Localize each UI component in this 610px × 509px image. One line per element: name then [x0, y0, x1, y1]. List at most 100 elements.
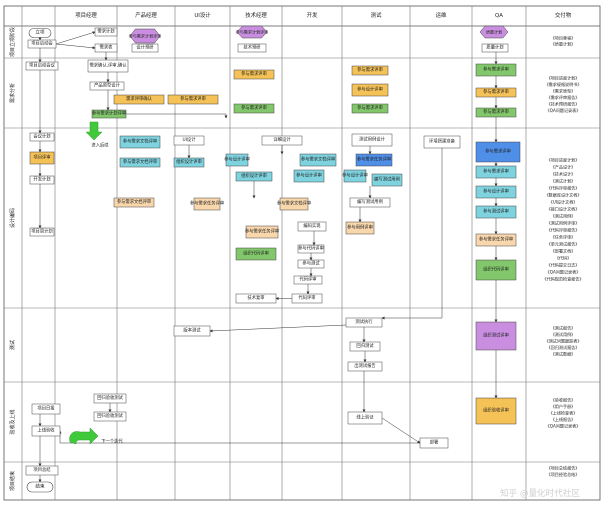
- test-task-label: 参与需求评审: [357, 104, 383, 111]
- lane-header: 交付物: [555, 11, 572, 19]
- phase-label: 验收及上线: [9, 409, 16, 434]
- next-iteration-label: 下一个迭代: [101, 438, 123, 445]
- tech-task-label: 参与需求任务评审: [245, 228, 279, 235]
- qa-task-label: 参与测试评审: [483, 208, 509, 215]
- test-task: [349, 341, 381, 352]
- tech-task-label: 组织代码评审: [243, 250, 269, 257]
- ui-task-label: UI设计: [182, 136, 196, 143]
- phase-label: 项目结束: [9, 471, 16, 491]
- product-task: [119, 135, 161, 149]
- pm-task: [25, 465, 59, 476]
- pm-task: [25, 61, 59, 71]
- product-task: [173, 325, 211, 337]
- test-task: [351, 83, 389, 97]
- pm-task-label: 上线验收: [37, 427, 55, 434]
- ops-task: [423, 135, 461, 149]
- test-task-label: 回归测试: [356, 342, 374, 349]
- qa-task-label: 参与需求评审: [483, 88, 509, 95]
- qa-task: [475, 87, 517, 98]
- phase-label: 项目立项阶段: [9, 27, 16, 57]
- deliverable-item: 《需求原型》: [551, 88, 576, 94]
- deliverable-item: 《部署文档》: [551, 248, 576, 254]
- dev-task: [297, 221, 327, 232]
- tech-task: [237, 43, 267, 53]
- product-task: [113, 94, 165, 105]
- flow-edge: [209, 324, 347, 333]
- deliverable-item: 《QA问题记录表》: [546, 269, 581, 275]
- review-hexagon: [129, 28, 161, 44]
- test-task-label: 参与需求任务评审: [357, 156, 391, 163]
- product-task-label: 参与需求文档评审: [117, 198, 151, 205]
- diagram-frame: [3, 5, 601, 501]
- product-task-label: 需求确认,评审,确认: [89, 62, 127, 69]
- product-task-label: 回归验收测试: [97, 412, 123, 419]
- deliverable-item: 《测试报告》: [551, 325, 576, 331]
- tech-task-label: 技术复审: [247, 294, 264, 301]
- qa-task: [475, 107, 517, 118]
- deliverable-item: 《代码提交日志》: [547, 262, 580, 268]
- lane-header: UI设计: [194, 11, 211, 19]
- dev-task-label: 参与需求文档评审: [277, 200, 311, 207]
- deliverable-item: 《技术设计》: [551, 171, 576, 177]
- tech-task: [233, 103, 275, 114]
- flow-edge: [55, 31, 96, 45]
- test-task: [343, 169, 367, 183]
- deliverable-item: 《产品设计》: [551, 164, 576, 170]
- qa-task-label: 参与需求评审: [485, 148, 511, 155]
- test-task: [371, 173, 403, 187]
- tech-task-label: 参与设计评审: [296, 172, 322, 179]
- lane-header: 开发: [307, 11, 318, 19]
- test-task: [345, 221, 375, 235]
- lane-header: 产品经理: [135, 11, 157, 19]
- ui-task: [173, 135, 205, 146]
- tech-task-label: 参与需求文档评审: [301, 156, 335, 163]
- qa-task: [475, 141, 521, 163]
- tech-task: [293, 169, 325, 183]
- pm-task-label: 项目评审: [33, 154, 50, 161]
- deliverable-item: 《上线检查表》: [549, 410, 578, 416]
- deliverable-item: 《回归测试报告》: [547, 344, 580, 350]
- qa-task-label: 参与需求评审: [483, 108, 509, 115]
- qa-task: [475, 165, 517, 179]
- product-task: [93, 393, 127, 404]
- deliverable-item: 《用户手册》: [551, 403, 576, 409]
- watermark-text: 知乎 @量化时代社区: [500, 487, 580, 499]
- test-task-label: 参与用例评审: [347, 224, 373, 231]
- deliverable-item: 《上线报告》: [551, 416, 576, 422]
- review-hexagon: [236, 25, 268, 39]
- flow-edge: [381, 417, 421, 444]
- qa-task: [475, 185, 517, 199]
- deliverable-item: 《项目进度计划》: [547, 75, 580, 81]
- deliverable-item: 《接口设计文档》: [547, 206, 580, 212]
- pm-task-label: 项目周计划: [31, 228, 52, 235]
- deliverable-item: 《测试数据》: [551, 351, 576, 357]
- phase-label: 测试: [9, 340, 16, 350]
- deliverable-item: 《QA问题记录表》: [546, 423, 581, 429]
- review-hexagon-label: 参与需求计划评审: [236, 29, 269, 35]
- product-task-label: 需求计划: [97, 28, 114, 35]
- lane-header: 技术经理: [245, 11, 267, 19]
- down-arrow-icon: [85, 121, 103, 141]
- test-task-label: 编写测试用例: [374, 176, 400, 183]
- deliverable-item: 《代码规范检查报告》: [543, 276, 584, 282]
- qa-task-label: 质量计划: [486, 44, 503, 51]
- qa-task: [475, 233, 517, 247]
- deliverable-item: 《代码》: [555, 255, 571, 261]
- deliverable-item: 《项目章程》: [551, 35, 576, 41]
- deliverable-item: 《代码评审报告》: [547, 185, 580, 191]
- dev-task: [293, 275, 323, 285]
- dev-task: [297, 259, 325, 269]
- ui-task-label: 参与需求任务评审: [190, 200, 224, 207]
- lane-header: 运维: [436, 11, 447, 19]
- terminal-node: [28, 28, 52, 38]
- flow-edge: [55, 43, 96, 50]
- product-task: [89, 81, 125, 91]
- deliverable-item: 《质量计划》: [551, 41, 576, 47]
- tech-task-label: 组织设计评审: [241, 172, 267, 179]
- tech-task: [235, 293, 277, 304]
- test-task: [349, 197, 391, 208]
- pm-task-label: 开发计划: [33, 176, 50, 183]
- pm-task-label: 项目总结: [33, 466, 51, 473]
- dev-task-label: 参与测试: [302, 260, 320, 267]
